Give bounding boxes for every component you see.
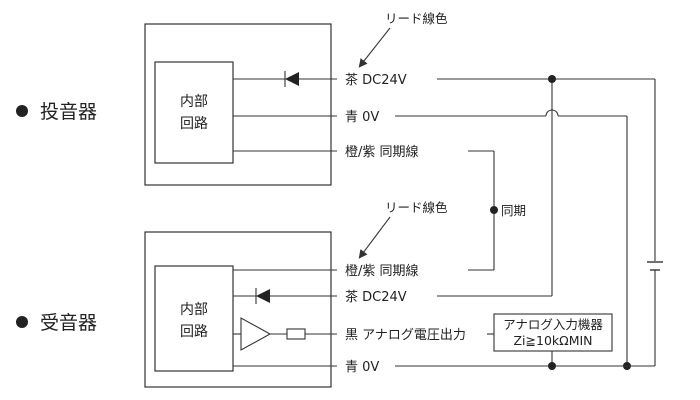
emitter-bullet bbox=[16, 105, 28, 117]
receiver-circuit-label-2: 回路 bbox=[180, 324, 208, 340]
brown-junction-top bbox=[548, 75, 556, 83]
emitter-annotation-arrow bbox=[358, 27, 391, 68]
resistor-icon bbox=[286, 328, 306, 340]
receiver-sync-label: 橙/紫 同期線 bbox=[345, 263, 419, 279]
emitter-circuit-label-1: 内部 bbox=[180, 94, 208, 110]
receiver-diode-icon bbox=[256, 289, 270, 303]
receiver-blue-label: 青 0V bbox=[345, 360, 379, 375]
receiver-title: 受音器 bbox=[40, 312, 97, 334]
amplifier-icon bbox=[240, 317, 272, 351]
receiver-black-label: 黒 アナログ電圧出力 bbox=[345, 328, 466, 343]
analog-device-line2: Zi≧10kΩMIN bbox=[513, 333, 592, 348]
emitter-sync-label: 橙/紫 同期線 bbox=[345, 144, 419, 160]
emitter-diode-icon bbox=[285, 72, 299, 86]
analog-device-box bbox=[493, 313, 613, 352]
receiver-bullet bbox=[16, 316, 28, 328]
emitter-title: 投音器 bbox=[40, 101, 97, 123]
analog-device-line1: アナログ入力機器 bbox=[503, 317, 603, 332]
receiver-wire-annotation: リード線色 bbox=[385, 200, 448, 215]
emitter-wire-annotation: リード線色 bbox=[385, 11, 448, 26]
sync-junction-label: 同期 bbox=[501, 203, 526, 218]
receiver-circuit-label-1: 内部 bbox=[180, 302, 208, 318]
receiver-circuit-box bbox=[154, 265, 234, 372]
emitter-brown-label: 茶 DC24V bbox=[345, 72, 407, 88]
emitter-circuit-label-2: 回路 bbox=[180, 116, 208, 132]
vertical-bus: 同期 bbox=[490, 75, 663, 370]
receiver-annotation-arrow bbox=[358, 216, 391, 259]
emitter-circuit-box bbox=[154, 61, 234, 164]
emitter-blue-label: 青 0V bbox=[345, 110, 379, 125]
receiver-brown-label: 茶 DC24V bbox=[345, 289, 407, 305]
analog-ground-junction bbox=[548, 362, 556, 370]
emitter-section: 投音器 内部 回路 リード線色 茶 DC24V 青 0V 橙/紫 同期線 bbox=[16, 11, 655, 186]
sync-junction bbox=[490, 206, 498, 214]
receiver-section: 受音器 内部 回路 リード線色 橙/紫 同期線 茶 DC24V 黒 アナログ電圧… bbox=[16, 200, 655, 388]
